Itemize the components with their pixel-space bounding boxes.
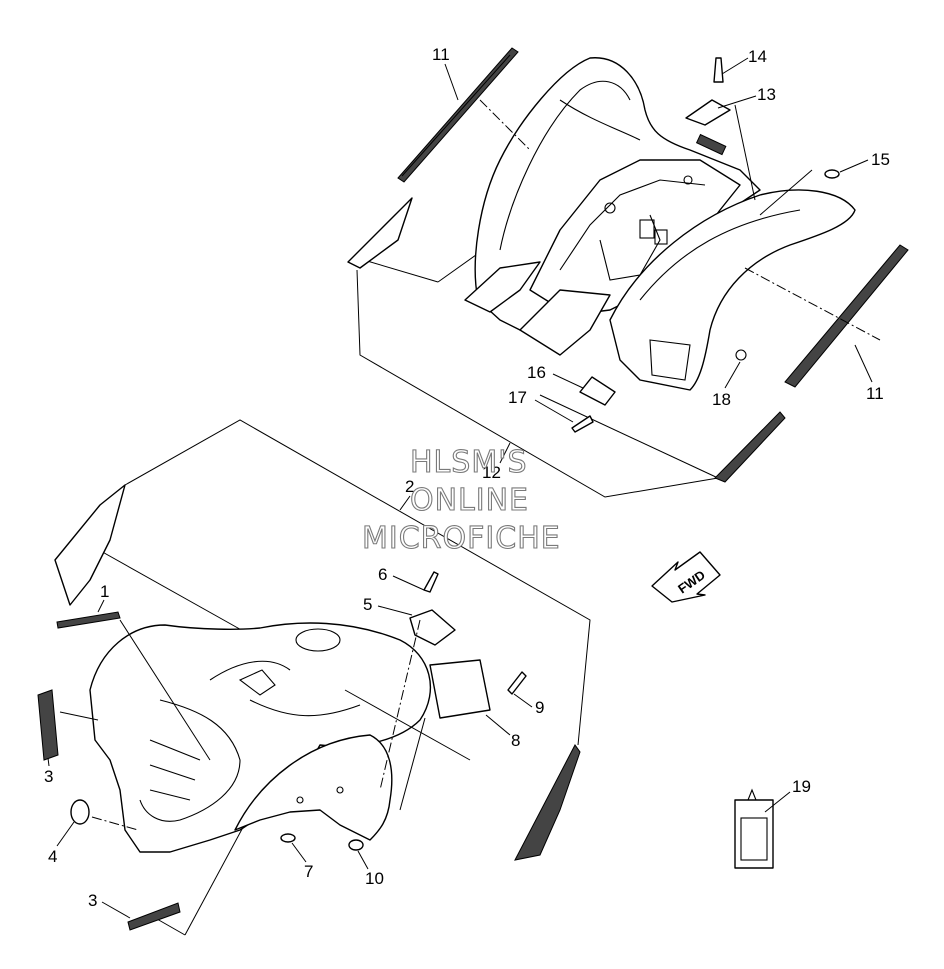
fwd-arrow: FWD — [651, 551, 721, 603]
rear-fender — [347, 47, 909, 498]
callout-1: 1 — [100, 582, 109, 601]
warning-tag — [734, 788, 774, 869]
callout-3-bottom: 3 — [88, 891, 97, 910]
callouts: 11 14 13 15 11 16 17 18 12 2 1 6 5 9 8 3… — [44, 45, 890, 919]
callout-11-right: 11 — [866, 384, 884, 403]
callout-12: 12 — [482, 463, 501, 482]
callout-7: 7 — [304, 862, 313, 881]
callout-9: 9 — [535, 698, 544, 717]
callout-15: 15 — [871, 150, 890, 169]
callout-2: 2 — [405, 477, 414, 496]
front-fender — [37, 419, 591, 936]
callout-4: 4 — [48, 847, 57, 866]
callout-19: 19 — [792, 777, 811, 796]
watermark-line1: HLSM'S — [410, 445, 528, 480]
callout-6: 6 — [378, 565, 387, 584]
callout-16: 16 — [527, 363, 546, 382]
watermark-line2: ONLINE — [410, 483, 529, 518]
callout-18: 18 — [712, 390, 731, 409]
callout-13: 13 — [757, 85, 776, 104]
callout-10: 10 — [365, 869, 384, 888]
callout-8: 8 — [511, 731, 520, 750]
callout-17: 17 — [508, 388, 527, 407]
watermark: HLSM'S ONLINE MICROFICHE — [361, 444, 561, 556]
callout-3-left: 3 — [44, 767, 53, 786]
callout-14: 14 — [748, 47, 767, 66]
watermark-line3: MICROFICHE — [362, 521, 561, 556]
callout-5: 5 — [363, 595, 372, 614]
callout-11-top: 11 — [432, 45, 450, 64]
